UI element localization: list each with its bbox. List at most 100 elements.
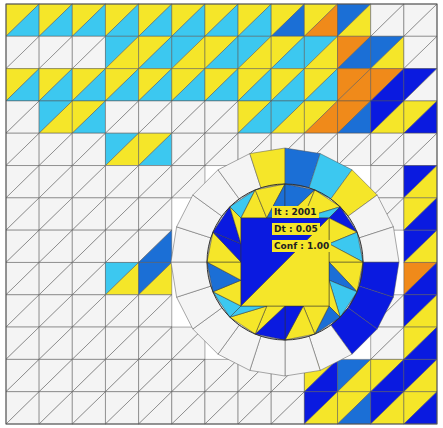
mesh-triangle [338,101,371,133]
mesh-triangle [39,101,72,133]
mesh-triangle [72,230,105,262]
mesh-triangle [304,36,337,68]
mesh-triangle [404,198,437,230]
mesh-triangle [72,69,105,101]
mesh-triangle [105,101,138,133]
mesh-triangle [205,133,238,165]
mesh-triangle [404,69,437,101]
mesh-triangle [6,4,39,36]
mesh-triangle [404,166,437,198]
status-label: It : 2001 [272,206,319,218]
mesh-triangle [72,4,105,36]
mesh-triangle [404,327,437,359]
mesh-triangle [72,198,105,230]
mesh-triangle [139,295,172,327]
mesh-triangle [172,4,205,36]
mesh-triangle [205,69,238,101]
mesh-triangle [139,69,172,101]
mesh-triangle [105,262,138,294]
mesh-triangle [6,359,39,391]
mesh-triangle [238,69,271,101]
mesh-triangle [39,295,72,327]
mesh-triangle [105,133,138,165]
mesh-triangle [72,4,105,36]
status-label: Dt : 0.05 [272,223,320,235]
mesh-triangle [6,359,39,391]
mesh-triangle [205,359,238,391]
mesh-triangle [39,133,72,165]
mesh-triangle [39,295,72,327]
mesh-triangle [404,392,437,424]
mesh-triangle [139,101,172,133]
mesh-triangle [139,101,172,133]
mesh-triangle [271,36,304,68]
mesh-triangle [371,392,404,424]
mesh-triangle [6,230,39,262]
mesh-triangle [371,166,404,198]
circle-boundary [207,184,363,340]
mesh-triangle [304,101,337,133]
mesh-triangle [6,4,39,36]
mesh-triangle [39,4,72,36]
mesh-triangle [238,4,271,36]
mesh-triangle [371,69,404,101]
mesh-triangle [338,69,371,101]
mesh-triangle [404,4,437,36]
mesh-triangle [39,230,72,262]
mesh-triangle [404,69,437,101]
mesh-triangle [6,295,39,327]
mesh-triangle [105,101,138,133]
mesh-triangle [139,262,172,294]
mesh-triangle [39,69,72,101]
mesh-triangle [6,101,39,133]
mesh-triangle [371,101,404,133]
mesh-triangle [205,133,238,165]
mesh-triangle [205,36,238,68]
mesh-triangle [172,69,205,101]
mesh-triangle [172,36,205,68]
mesh-triangle [139,327,172,359]
mesh-triangle [172,69,205,101]
circle-triangle [329,232,363,262]
mesh-triangle [139,133,172,165]
mesh-triangle [271,69,304,101]
status-label: Conf : 1.00 [272,240,331,252]
mesh-triangle [238,392,271,424]
mesh-triangle [338,4,371,36]
mesh-triangle [304,69,337,101]
mesh-triangle [6,36,39,68]
mesh-triangle [139,198,172,230]
mesh-triangle [404,359,437,391]
mesh-triangle [6,295,39,327]
circle-triangle [207,262,241,280]
mesh-triangle [105,230,138,262]
mesh-triangle [238,101,271,133]
mesh-triangle [6,166,39,198]
circle-triangle [329,244,363,262]
mesh-triangle [72,295,105,327]
circle-triangle [285,306,315,340]
mesh-triangle [172,36,205,68]
mesh-triangle [371,133,404,165]
mesh-triangle [172,359,205,391]
mesh-triangle [139,230,172,262]
mesh-triangle [39,101,72,133]
mesh-triangle [39,69,72,101]
mesh-triangle [72,327,105,359]
mesh-triangle [404,262,437,294]
mesh-triangle [72,392,105,424]
mesh-triangle [72,133,105,165]
mesh-triangle [304,392,337,424]
mesh-triangle [105,392,138,424]
mesh-triangle [72,101,105,133]
mesh-triangle [404,230,437,262]
mesh-triangle [39,392,72,424]
mesh-triangle [72,327,105,359]
mesh-triangle [371,36,404,68]
mesh-triangle [271,69,304,101]
mesh-triangle [105,133,138,165]
mesh-triangle [205,69,238,101]
mesh-triangle [371,327,404,359]
